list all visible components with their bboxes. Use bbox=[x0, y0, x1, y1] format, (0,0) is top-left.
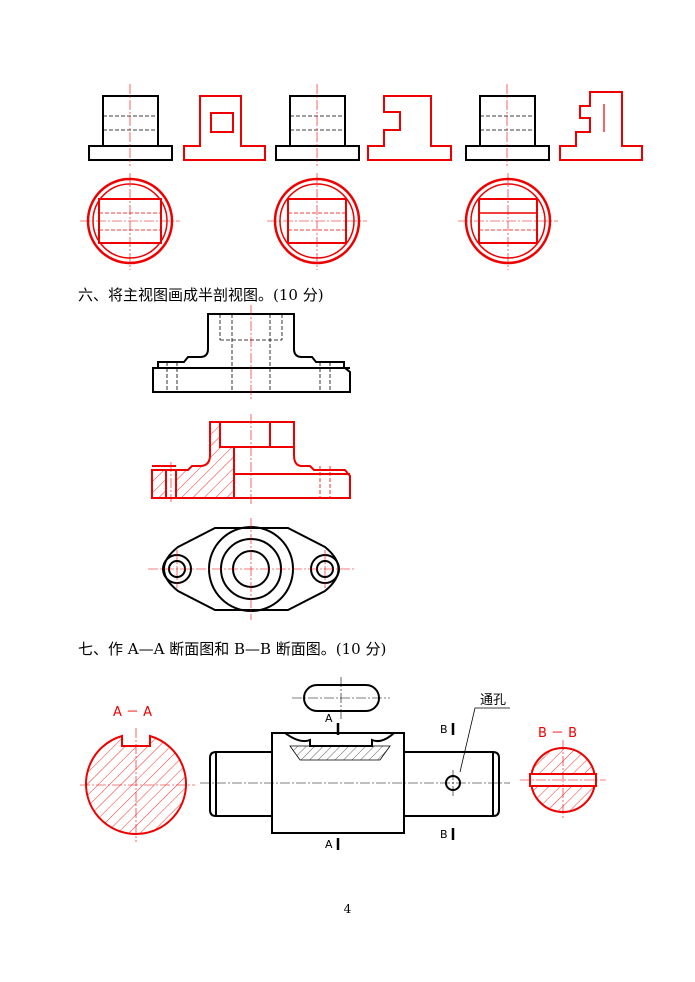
circle-view-3 bbox=[458, 173, 558, 270]
front-view-3 bbox=[465, 84, 550, 166]
section-aa bbox=[80, 728, 195, 842]
answer-view-2 bbox=[367, 95, 452, 161]
front-view-2 bbox=[275, 84, 360, 166]
front-view-1 bbox=[88, 84, 173, 166]
through-hole-label: 通孔 bbox=[480, 693, 506, 708]
section-6-title: 六、将主视图画成半剖视图。(10 分) bbox=[78, 286, 324, 304]
section-bb-label: B － B bbox=[538, 726, 577, 741]
section-mark-b-bottom: B bbox=[440, 828, 448, 841]
section6-top-view bbox=[148, 518, 356, 620]
section6-half-section bbox=[151, 414, 351, 506]
shaft-drawing bbox=[200, 677, 510, 850]
section6-front-view bbox=[152, 305, 351, 400]
section-bb bbox=[520, 740, 606, 820]
top-row-views bbox=[88, 84, 643, 166]
circle-view-2 bbox=[267, 173, 367, 270]
section-mark-b-top: B bbox=[440, 723, 448, 736]
top-views-circles bbox=[80, 173, 558, 270]
answer-view-3 bbox=[559, 91, 643, 161]
answer-view-1 bbox=[183, 95, 266, 161]
section-mark-a-bottom: A bbox=[325, 838, 333, 851]
circle-view-1 bbox=[80, 173, 180, 270]
section-mark-a-top: A bbox=[325, 712, 333, 725]
section-aa-label: A － A bbox=[113, 705, 152, 720]
page-number: 4 bbox=[343, 902, 352, 916]
section-7-title: 七、作 A—A 断面图和 B—B 断面图。(10 分) bbox=[78, 640, 387, 658]
